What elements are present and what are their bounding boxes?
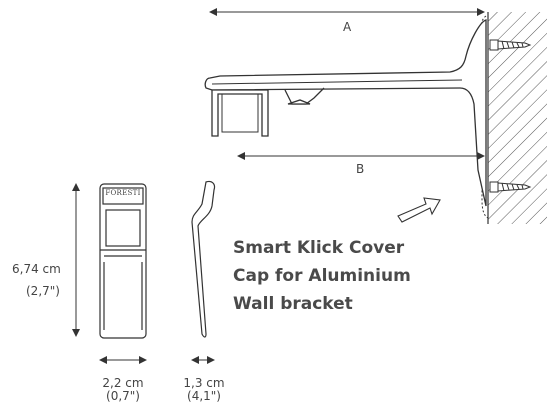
product-title-line-2: Cap for Aluminium [233, 266, 411, 286]
cover-cap-side [191, 180, 216, 338]
product-title-line-1: Smart Klick Cover [233, 238, 405, 258]
brand-logo: FORESTI [105, 189, 141, 197]
insert-arrow-icon [397, 197, 441, 223]
bracket-arm [204, 19, 487, 207]
dimension-b-label: B [356, 162, 365, 176]
height-cm-label: 6,74 cm [12, 262, 61, 276]
depth-in-label: (4,1") [187, 389, 221, 403]
depth-cm-label: 1,3 cm [183, 376, 225, 390]
screw-top [489, 39, 532, 51]
screw-bottom [489, 181, 532, 193]
width-cm-label: 2,2 cm [102, 376, 144, 390]
height-in-label: (2,7") [26, 284, 60, 298]
dimension-a-label: A [343, 20, 352, 34]
width-in-label: (0,7") [106, 389, 140, 403]
cover-cap-front [99, 183, 147, 339]
product-title-line-3: Wall bracket [233, 294, 353, 314]
